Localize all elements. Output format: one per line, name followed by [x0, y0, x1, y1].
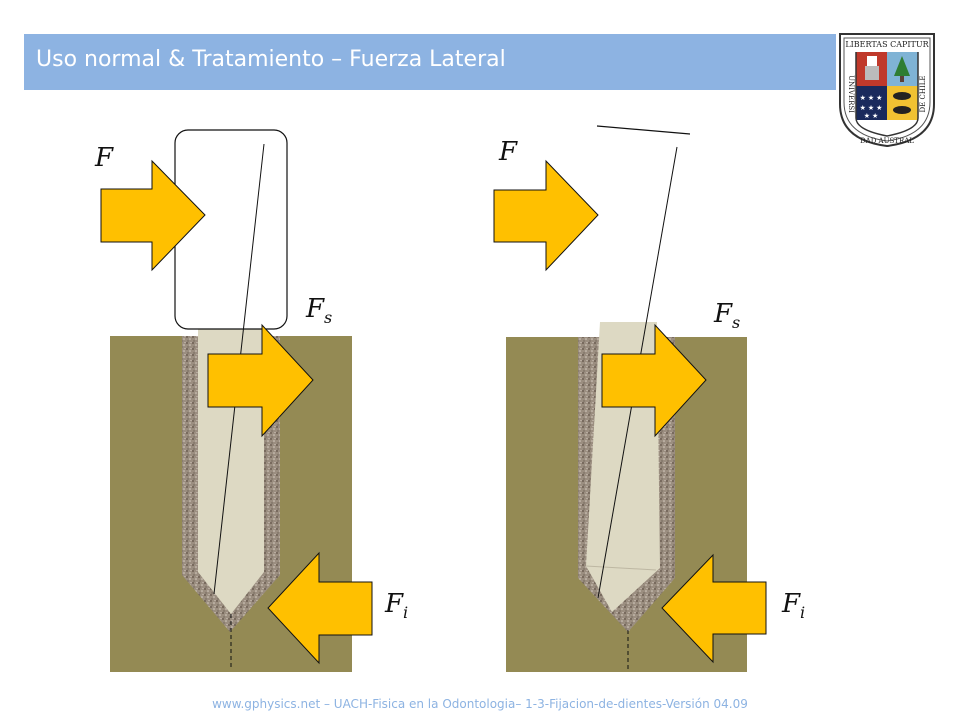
right-diagram-treatment: F Fs Fi — [493, 125, 805, 672]
svg-text:★ ★ ★: ★ ★ ★ — [860, 104, 883, 112]
right-tooth-crown — [596, 125, 691, 135]
crest-bottom-text: DAD AUSTRAL — [860, 137, 914, 145]
left-label-fs: Fs — [305, 294, 332, 327]
page-title: Uso normal & Tratamiento – Fuerza Latera… — [36, 47, 506, 72]
right-label-fi: Fi — [781, 589, 805, 622]
left-label-f: F — [94, 143, 114, 173]
svg-text:★ ★ ★: ★ ★ ★ — [860, 94, 883, 102]
title-bar: Uso normal & Tratamiento – Fuerza Latera… — [24, 34, 836, 90]
crest-left-text: UNIVERSI — [847, 75, 855, 113]
crest-top-text: LIBERTAS CAPITUR — [845, 40, 929, 49]
right-arrow-force-fs — [601, 323, 707, 438]
university-crest-logo: LIBERTAS CAPITUR ★ ★ ★ ★ ★ ★ ★ ★ UNIVERS… — [839, 33, 935, 148]
crest-right-text: DE CHILE — [919, 76, 927, 113]
left-arrow-force-f — [100, 159, 206, 272]
svg-text:★ ★: ★ ★ — [864, 112, 879, 120]
footer-source: www.gphysics.net – UACH-Fisica en la Odo… — [212, 697, 748, 711]
left-arrow-force-fs — [207, 323, 314, 438]
left-tooth-crown — [174, 129, 288, 330]
left-label-fi: Fi — [384, 589, 408, 622]
right-arrow-force-f — [493, 159, 599, 272]
right-label-fs: Fs — [713, 299, 740, 332]
right-arrow-force-fi — [661, 553, 767, 664]
left-diagram-normal: F Fs Fi — [94, 129, 408, 672]
left-arrow-force-fi — [267, 551, 373, 665]
right-root-line — [585, 565, 657, 571]
right-label-f: F — [498, 137, 518, 167]
